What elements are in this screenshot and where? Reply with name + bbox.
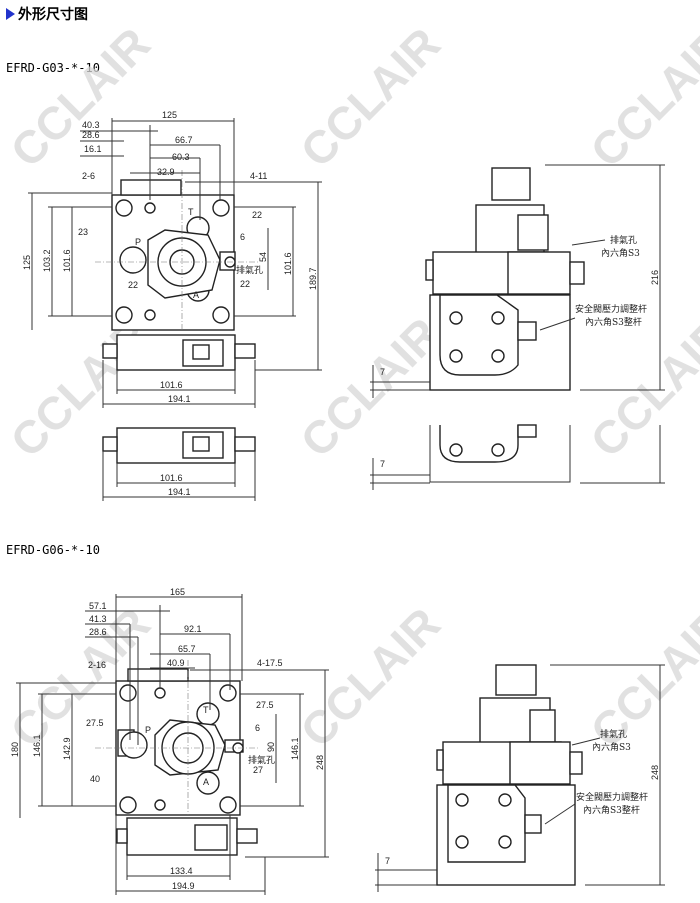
dim-22-bottom: 22	[240, 279, 250, 289]
dim-27-5-right: 27.5	[256, 700, 274, 710]
relief-adjust-label: 安全閥壓力調整杆	[575, 303, 647, 315]
dim-2-6: 2-6	[82, 171, 95, 181]
dim-194-1-bottom: 194.1	[168, 394, 191, 404]
dim-189-7: 189.7	[308, 267, 318, 290]
dim-216: 216	[650, 270, 660, 285]
g03-side-view: 216 7 排氣孔 內六角S3 安全閥壓力調整杆 內六角S3整杆 7	[370, 164, 665, 490]
g03-valve-alt-view: 101.6 194.1	[102, 427, 256, 501]
dim-7-b: 7	[380, 459, 385, 469]
port-t-label: T	[188, 207, 194, 217]
port-p-label: P	[135, 237, 141, 247]
vent-label: 排氣孔	[610, 234, 637, 246]
vent-front-label: 排氣孔	[248, 754, 275, 766]
dim-146-1-left: 146.1	[32, 734, 42, 757]
g06-side-view: 248 7 排氣孔 內六角S3 安全閥壓力調整杆 內六角S3整杆	[375, 664, 665, 892]
g06-front-view: P T A 165 57.1 41.3 92.1 28.6 65.7 40.9 …	[10, 587, 329, 895]
dim-4-17-5: 4-17.5	[257, 658, 283, 668]
dim-103-2: 103.2	[42, 249, 52, 272]
dim-101-6-bottom: 101.6	[160, 380, 183, 390]
dim-57-1: 57.1	[89, 601, 107, 611]
relief-hex-label: 內六角S3整杆	[583, 804, 640, 816]
dim-40-3: 40.3	[82, 120, 100, 130]
port-a-label: A	[203, 777, 209, 787]
dim-90: 90	[266, 742, 276, 752]
dim-146-1-right: 146.1	[290, 737, 300, 760]
dim-7-a: 7	[380, 367, 385, 377]
dim-194-1-alt: 194.1	[168, 487, 191, 497]
dim-41-3: 41.3	[89, 614, 107, 624]
dim-32-9: 32.9	[157, 167, 175, 177]
g03-front-view: P T A 125 40.3 28.6 66.7 16.1 60.3 32.9 …	[22, 110, 322, 408]
dim-92-1: 92.1	[184, 624, 202, 634]
dim-27: 27	[253, 765, 263, 775]
dim-28-6: 28.6	[82, 130, 100, 140]
dim-101-6-right: 101.6	[283, 252, 293, 275]
watermark: CCLAIR	[290, 597, 450, 757]
dim-40-9: 40.9	[167, 658, 185, 668]
hex-s3-label: 內六角S3	[592, 741, 631, 753]
port-a-label: A	[193, 290, 199, 300]
dim-54: 54	[258, 252, 268, 262]
port-p-label: P	[145, 725, 151, 735]
dim-180: 180	[10, 742, 20, 757]
dim-23: 23	[78, 227, 88, 237]
dim-40: 40	[90, 774, 100, 784]
dim-133-4: 133.4	[170, 866, 193, 876]
dim-22-top: 22	[252, 210, 262, 220]
dim-101-6-alt: 101.6	[160, 473, 183, 483]
arrow-icon	[6, 8, 15, 20]
vent-front-label: 排氣孔	[236, 264, 263, 276]
section-title-text: 外形尺寸图	[18, 7, 88, 23]
dim-60-3: 60.3	[172, 152, 190, 162]
dim-28-6: 28.6	[89, 627, 107, 637]
relief-adjust-label: 安全閥壓力調整杆	[576, 791, 648, 803]
dim-125-top: 125	[162, 110, 177, 120]
dim-6: 6	[240, 232, 245, 242]
watermark: CCLAIR	[580, 17, 700, 177]
watermark: CCLAIR	[580, 597, 700, 757]
model-label-g06: EFRD-G06-*-10	[6, 543, 100, 557]
watermark: CCLAIR	[290, 307, 450, 467]
dim-101-6-left: 101.6	[62, 249, 72, 272]
relief-hex-label: 內六角S3整杆	[585, 316, 642, 328]
watermark: CCLAIR	[580, 307, 700, 467]
watermarks: CCLAIR CCLAIR CCLAIR CCLAIR CCLAIR CCLAI…	[0, 17, 700, 757]
dim-2-16: 2-16	[88, 660, 106, 670]
hex-s3-label: 內六角S3	[601, 247, 640, 259]
dim-65-7: 65.7	[178, 644, 196, 654]
model-label-g03: EFRD-G03-*-10	[6, 61, 100, 75]
watermark: CCLAIR	[0, 17, 160, 177]
dim-165: 165	[170, 587, 185, 597]
dim-142-9: 142.9	[62, 737, 72, 760]
watermark: CCLAIR	[290, 17, 450, 177]
vent-label: 排氣孔	[600, 728, 627, 740]
dim-194-9: 194.9	[172, 881, 195, 891]
section-title: 外形尺寸图	[6, 4, 88, 24]
dim-125-left: 125	[22, 255, 32, 270]
dim-248-side: 248	[650, 765, 660, 780]
dim-7: 7	[385, 856, 390, 866]
dim-66-7: 66.7	[175, 135, 193, 145]
dim-6: 6	[255, 723, 260, 733]
dim-22-center: 22	[128, 280, 138, 290]
dim-4-11: 4-11	[250, 171, 267, 181]
dim-248-front: 248	[315, 755, 325, 770]
dim-16-1: 16.1	[84, 144, 102, 154]
port-t-label: T	[203, 705, 209, 715]
dim-27-5-left: 27.5	[86, 718, 104, 728]
